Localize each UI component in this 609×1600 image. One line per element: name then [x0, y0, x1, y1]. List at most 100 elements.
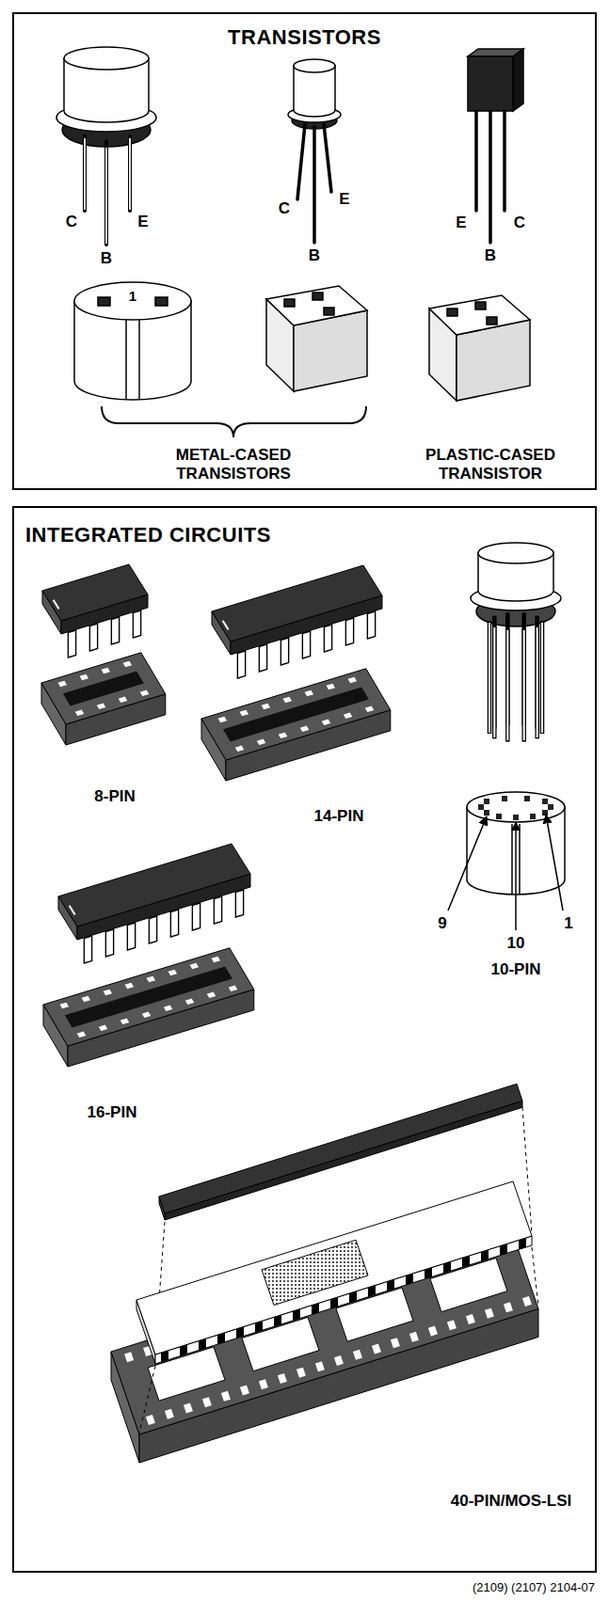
drawing-line — [138, 320, 141, 400]
drawing-rect — [323, 307, 335, 316]
plastic-transistor — [467, 48, 524, 243]
drawing-rect — [512, 815, 519, 821]
drawing-line — [83, 138, 86, 210]
drawing-line — [506, 630, 509, 741]
drawing-rect — [478, 804, 484, 811]
part-label: 10-PIN — [491, 961, 542, 980]
drawing-line — [82, 136, 87, 211]
dip16-chip — [58, 844, 251, 952]
drawing-rect — [542, 799, 548, 805]
drawing-line — [521, 629, 527, 743]
dip16-socket — [43, 948, 255, 1068]
drawing-line — [514, 822, 517, 931]
drawing-ellipse — [466, 792, 565, 823]
to18-transistor — [288, 59, 341, 243]
panel-heading: INTEGRATED CIRCUITS — [25, 523, 272, 548]
dip8-socket — [41, 653, 166, 746]
drawing-line — [128, 136, 132, 211]
part-label: (2109) (2107) 2104-07 — [472, 1582, 595, 1597]
drawing-line — [104, 141, 109, 245]
part-label: C — [65, 212, 78, 232]
to5-transistor — [56, 47, 157, 245]
part-label: 40-PIN/MOS-LSI — [450, 1492, 572, 1512]
part-label: 1 — [128, 288, 137, 305]
drawing-line — [223, 621, 229, 631]
part-label: E — [137, 212, 148, 232]
drawing-line — [505, 629, 511, 743]
drawing-line — [125, 320, 128, 400]
drawing-rect — [284, 299, 295, 307]
part-label: E — [338, 190, 350, 209]
drawing-g — [297, 124, 332, 243]
drawing-rect — [97, 297, 111, 306]
part-label: 9 — [437, 914, 447, 934]
drawing-line — [84, 900, 251, 952]
drawing-line — [534, 625, 540, 739]
drawing-line — [128, 138, 131, 210]
part-label: 8-PIN — [94, 787, 135, 807]
drawing-rect — [312, 292, 323, 301]
drawing-rect — [483, 810, 490, 817]
drawing-line — [511, 824, 513, 895]
dip40-lid — [159, 1084, 523, 1221]
plastic-socket — [429, 295, 530, 401]
to100-can — [470, 543, 561, 743]
drawing-rect — [201, 669, 391, 761]
part-label: C — [513, 213, 526, 233]
drawing-ellipse — [64, 47, 149, 70]
drawing-ellipse — [478, 543, 554, 564]
drawing-line — [323, 124, 332, 193]
drawing-line — [297, 124, 305, 200]
drawing-rect — [43, 948, 255, 1047]
part-label: E — [455, 213, 466, 233]
drawing-ellipse — [293, 59, 336, 73]
drawing-g — [43, 948, 255, 1047]
brace — [101, 406, 367, 438]
square-socket — [266, 286, 368, 392]
drawing-line — [488, 623, 491, 734]
drawing-rect — [63, 671, 145, 706]
panel-heading: TRANSISTORS — [227, 25, 382, 50]
drawing-line — [545, 815, 563, 912]
drawing-g — [67, 621, 148, 646]
part-label: 16-PIN — [87, 1104, 138, 1123]
drawing-g — [237, 622, 383, 667]
drawing-g — [41, 653, 166, 725]
part-label: B — [308, 246, 321, 266]
drawing-rect — [41, 653, 166, 725]
drawing-rect — [542, 810, 548, 817]
panel-box: TRANSISTORS — [12, 12, 597, 491]
drawing-line — [238, 622, 383, 667]
drawing-line — [502, 111, 507, 211]
drawing-rect — [529, 814, 536, 820]
drawing-line — [68, 621, 148, 646]
drawing-g — [476, 111, 505, 243]
drawing-polygon — [512, 48, 524, 112]
drawing-rect — [467, 56, 513, 112]
drawing-line — [541, 623, 544, 734]
drawing-line — [488, 111, 493, 243]
drawing-line — [67, 621, 148, 646]
drawing-line — [523, 630, 526, 741]
drawing-path — [293, 65, 336, 117]
drawing-line — [237, 622, 383, 667]
drawing-line — [474, 111, 479, 211]
part-label: 1 — [563, 914, 573, 934]
drawing-rect — [496, 814, 502, 820]
drawing-rect — [501, 796, 508, 802]
drawing-line — [493, 627, 496, 738]
drawing-rect — [483, 799, 490, 805]
drawing-line — [487, 621, 493, 735]
drawing-g — [84, 138, 130, 244]
dip14-chip — [211, 565, 383, 667]
drawing-line — [53, 600, 60, 610]
drawing-g — [489, 623, 543, 741]
drawing-rect — [164, 1101, 523, 1221]
dip8-chip — [42, 564, 148, 646]
drawing-line — [312, 127, 317, 243]
drawing-g — [83, 900, 251, 952]
drawing-rect — [223, 687, 369, 742]
drawing-line — [540, 621, 545, 735]
drawing-polygon — [266, 286, 368, 326]
